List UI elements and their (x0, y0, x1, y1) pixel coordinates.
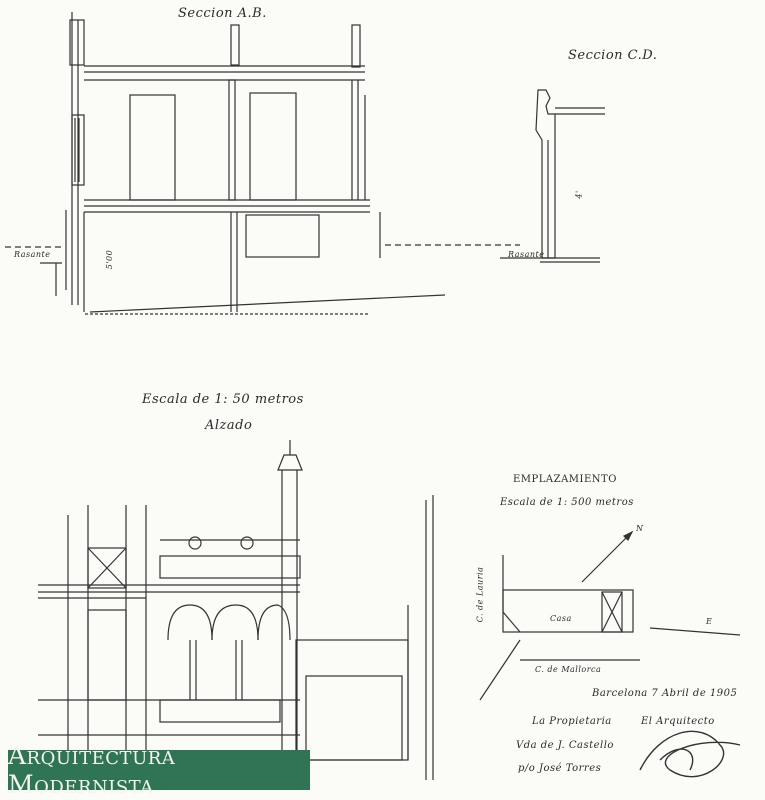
section-ab-ground-label: Rasante (14, 250, 51, 259)
street-bottom-label: C. de Mallorca (535, 665, 602, 674)
section-ab-height-note: 5'00 (105, 249, 115, 270)
section-cd-drawing (500, 89, 605, 263)
site-plan-drawing (479, 530, 741, 701)
section-cd-ground-label: Rasante (508, 250, 545, 259)
site-plan-title: EMPLAZAMIENTO (513, 474, 617, 485)
watermark-text: Arquitectura Modernista (8, 741, 176, 799)
drawing-date: Barcelona 7 Abril de 1905 (592, 688, 738, 699)
drawing-scale-label: Escala de 1: 50 metros (142, 392, 304, 407)
elevation-drawing (38, 440, 434, 780)
section-ab-drawing (5, 12, 520, 315)
watermark-banner: Arquitectura Modernista (8, 741, 310, 799)
site-plan-scale: Escala de 1: 500 metros (500, 497, 634, 508)
architect-heading: El Arquitecto (641, 716, 715, 727)
street-left-label: C. de Lauria (475, 566, 485, 623)
section-cd-height-note: 4' (574, 190, 584, 199)
building-label: Casa (550, 614, 572, 623)
owner-heading: La Propietaria (532, 716, 612, 727)
side-mark-label: E (706, 617, 713, 626)
owner-signature-line1: Vda de J. Castello (516, 740, 614, 751)
section-ab-title: Seccion A.B. (178, 6, 267, 21)
elevation-title: Alzado (205, 418, 253, 433)
signature-flourish (639, 730, 741, 778)
north-label: N (636, 524, 644, 533)
section-cd-title: Seccion C.D. (568, 48, 658, 63)
owner-signature-line2: p/o José Torres (518, 763, 602, 774)
